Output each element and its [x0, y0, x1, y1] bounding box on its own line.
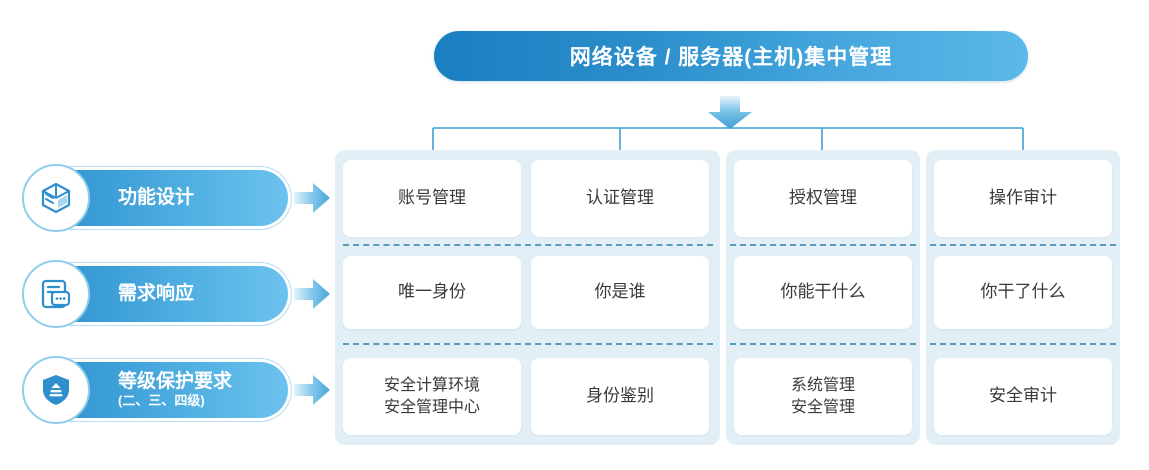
main-title-banner: 网络设备 / 服务器(主机)集中管理: [434, 31, 1028, 81]
row-label-function-design[interactable]: 功能设计: [22, 164, 288, 232]
table-cell[interactable]: 你能干什么: [734, 256, 912, 329]
row-label-text: 功能设计: [118, 186, 195, 208]
table-cell[interactable]: 系统管理 安全管理: [734, 358, 912, 435]
row-divider: [343, 244, 713, 246]
row-divider: [730, 244, 916, 246]
row-divider: [730, 343, 916, 345]
table-cell[interactable]: 操作审计: [934, 160, 1112, 237]
cube-icon: [22, 164, 90, 232]
row-label-text: 需求响应: [118, 282, 195, 304]
table-cell[interactable]: 你干了什么: [934, 256, 1112, 329]
arrow-right-icon: [294, 375, 330, 405]
table-cell[interactable]: 唯一身份: [343, 256, 521, 329]
table-cell[interactable]: 认证管理: [531, 160, 709, 237]
document-chat-icon: [22, 260, 90, 328]
arrow-right-icon: [294, 183, 330, 213]
row-label-text: 等级保护要求 (二、三、四级): [118, 370, 233, 408]
row-divider: [930, 244, 1116, 246]
table-cell[interactable]: 安全审计: [934, 358, 1112, 435]
arrow-down-icon: [707, 96, 753, 130]
table-cell[interactable]: 身份鉴别: [531, 358, 709, 435]
page-title: 网络设备 / 服务器(主机)集中管理: [569, 46, 893, 69]
row-label-requirement-response[interactable]: 需求响应: [22, 260, 288, 328]
row-label-classified-protection[interactable]: 等级保护要求 (二、三、四级): [22, 356, 288, 424]
table-cell[interactable]: 你是谁: [531, 256, 709, 329]
table-cell[interactable]: 账号管理: [343, 160, 521, 237]
row-divider: [343, 343, 713, 345]
table-cell[interactable]: 安全计算环境 安全管理中心: [343, 358, 521, 435]
shield-icon: [22, 356, 90, 424]
arrow-right-icon: [294, 279, 330, 309]
row-label-sublabel: (二、三、四级): [118, 392, 205, 408]
row-divider: [930, 343, 1116, 345]
table-cell[interactable]: 授权管理: [734, 160, 912, 237]
